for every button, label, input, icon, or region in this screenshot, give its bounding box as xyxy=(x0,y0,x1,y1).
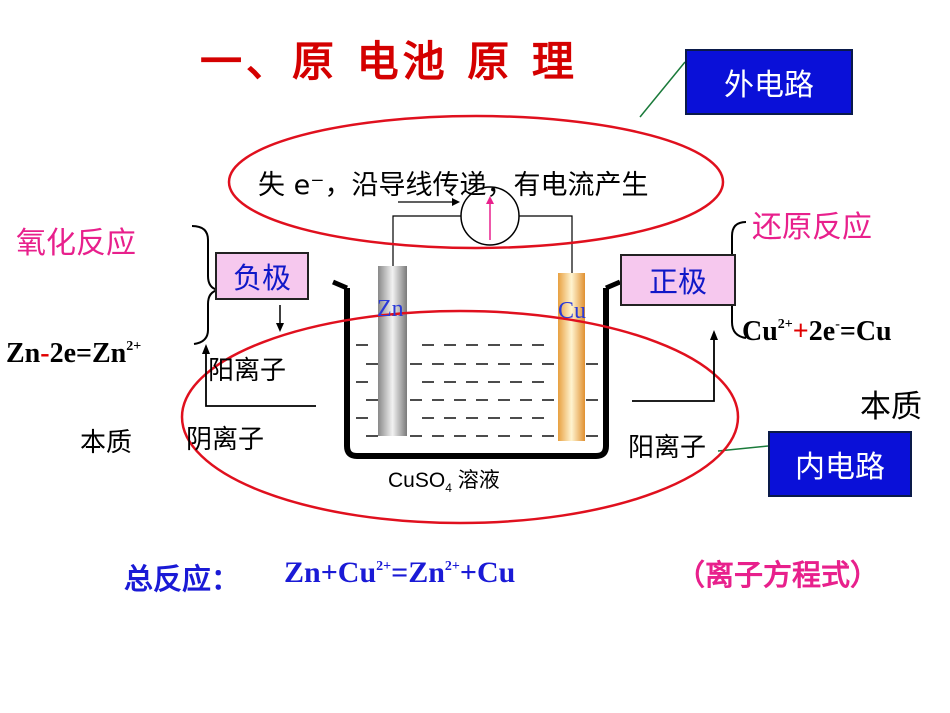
external-circuit-label: 外电路 xyxy=(724,68,814,103)
internal-circuit-box: 内电路 xyxy=(768,431,912,497)
page-title: 一、原 电池 原 理 xyxy=(200,37,578,86)
copper-electrode xyxy=(558,273,585,441)
positive-electrode-box: 正极 xyxy=(620,254,736,306)
internal-circuit-ellipse xyxy=(180,309,740,525)
solution-label: CuSO4 溶液 xyxy=(388,469,500,496)
left-return-path xyxy=(205,350,316,407)
overall-label: 总反应： xyxy=(124,562,241,596)
ellipse-top-text: 失 e⁻，沿导线传递，有电流产生 xyxy=(258,170,649,201)
cation-right-label: 阳离子 xyxy=(628,433,707,463)
internal-connector-line xyxy=(717,445,769,452)
cation-left-label: 阳离子 xyxy=(208,356,287,386)
anode-equation: Zn-2e=Zn2+ xyxy=(6,338,142,369)
copper-label: Cu xyxy=(558,298,587,324)
zinc-electrode xyxy=(378,266,407,436)
ionic-equation-label: （离子方程式） xyxy=(676,558,880,592)
external-connector-line xyxy=(639,61,686,118)
anion-left-label: 阴离子 xyxy=(186,425,265,455)
negative-electrode-label: 负极 xyxy=(232,261,291,295)
essence-left-label: 本质 xyxy=(80,428,133,458)
cathode-equation: Cu2++2e-=Cu xyxy=(742,316,892,347)
external-circuit-box: 外电路 xyxy=(685,49,853,115)
wire-left xyxy=(392,215,462,266)
external-circuit-ellipse xyxy=(227,114,725,250)
positive-electrode-label: 正极 xyxy=(648,265,707,299)
reduction-label: 还原反应 xyxy=(752,210,872,245)
zinc-label: Zn xyxy=(377,296,404,322)
oxidation-label: 氧化反应 xyxy=(16,226,136,261)
internal-circuit-label: 内电路 xyxy=(795,450,885,485)
right-path xyxy=(632,336,715,402)
solution-dashes xyxy=(356,344,598,437)
negative-electrode-box: 负极 xyxy=(215,252,309,300)
essence-right-label: 本质 xyxy=(860,389,922,425)
overall-equation: Zn+Cu2+=Zn2++Cu xyxy=(284,556,516,589)
wire-right xyxy=(519,215,573,273)
beaker xyxy=(344,288,609,459)
